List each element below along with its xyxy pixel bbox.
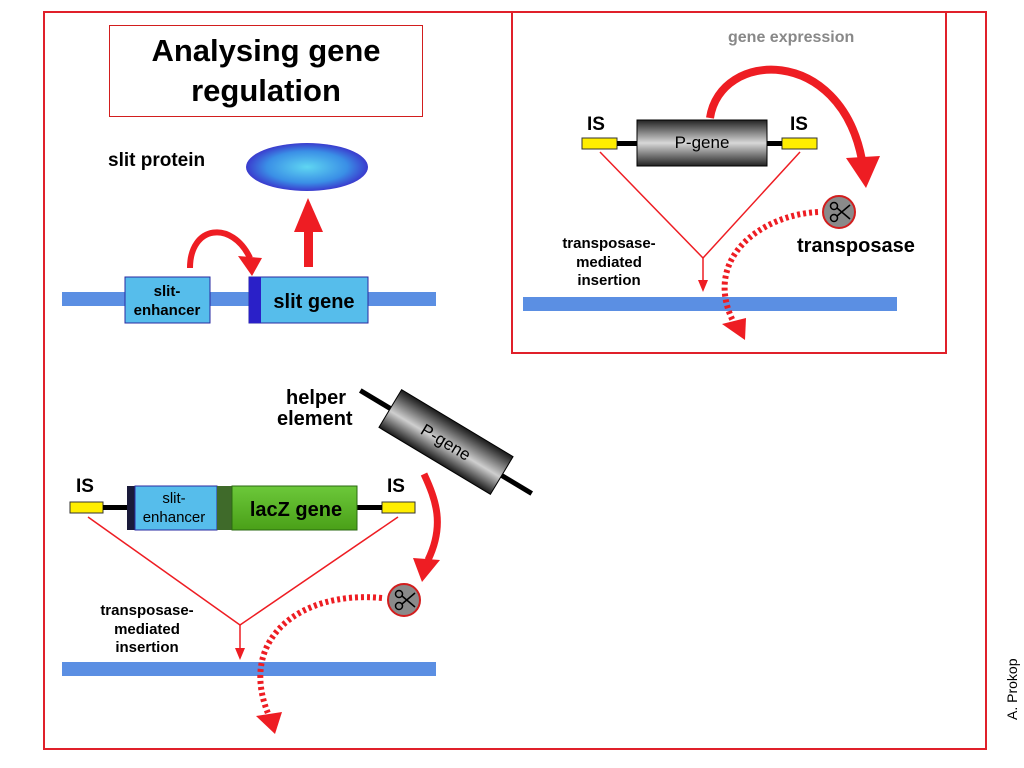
inset-frame [511, 11, 947, 354]
protein-arrow-shaft [304, 225, 313, 267]
bottom-enhancer-label-2: enhancer [143, 509, 206, 526]
helper-expression-arrow [420, 472, 441, 562]
insertion-label-1: transposase- [562, 235, 655, 252]
helper-label-1: helper [286, 387, 346, 409]
slit-gene-module: slit- enhancer slit gene slit protein [62, 143, 436, 324]
bottom-excision-dotted-arrow [257, 594, 383, 720]
gene-expression-arrowhead [846, 156, 880, 188]
transposase-scissors [822, 195, 856, 229]
bottom-insertion-label-2: mediated [114, 621, 180, 638]
lacz-start-mark [217, 486, 232, 530]
bottom-excision-dotted-arrowhead [256, 712, 282, 734]
is-left-label: IS [587, 114, 605, 135]
insertion-line-right [702, 151, 801, 259]
bottom-is-left-label: IS [76, 476, 94, 497]
insertion-label-3: insertion [577, 272, 640, 289]
lacz-gene-box [231, 485, 358, 531]
excision-dotted-arrow [721, 209, 819, 327]
slit-enhancer-box [124, 276, 211, 324]
bottom-is-left-site [69, 501, 104, 514]
pgene-linker-right [767, 141, 782, 146]
insertion-line-left [599, 151, 704, 259]
pgene-linker-left [617, 141, 637, 146]
pgene-label: P-gene [675, 133, 730, 152]
page-title: Analysing gene regulation [109, 25, 423, 117]
helper-element: P-gene [358, 388, 534, 496]
slit-protein-ellipse [246, 143, 368, 191]
insertion-arrowhead [698, 280, 708, 292]
slit-enhancer-label-2: enhancer [134, 302, 201, 319]
bottom-linker-right [357, 505, 382, 510]
bottom-slit-enhancer-box [134, 485, 218, 531]
slit-protein-label: slit protein [108, 150, 205, 171]
bottom-insertion-line-right [239, 516, 399, 626]
excision-dotted-arrowhead [722, 318, 746, 340]
reporter-module: helper element P-gene IS IS slit- enhanc… [62, 387, 534, 734]
slit-gene-start-mark [249, 277, 261, 323]
dna-strand-top-right [523, 297, 897, 311]
bottom-linker-left [103, 505, 127, 510]
transposase-label: transposase [797, 235, 915, 257]
is-left-site [581, 137, 618, 150]
is-right-site [781, 137, 818, 150]
bottom-insertion-label-3: insertion [115, 639, 178, 656]
bottom-insertion-line-left [87, 516, 241, 626]
gene-expression-label: gene expression [728, 29, 854, 46]
lacz-gene-label: lacZ gene [250, 499, 342, 521]
bottom-is-right-label: IS [387, 476, 405, 497]
is-right-label: IS [790, 114, 808, 135]
pgene-box [636, 119, 768, 167]
bottom-insertion-arrowhead [235, 648, 245, 660]
slit-gene-label: slit gene [273, 291, 354, 313]
enhancer-activation-arrowhead [238, 256, 262, 276]
construct-start-mark [127, 486, 135, 530]
bottom-insertion-label-1: transposase- [100, 602, 193, 619]
helper-label-2: element [277, 408, 353, 430]
dna-strand-bottom [62, 662, 436, 676]
helper-expression-arrowhead [413, 558, 440, 582]
page-title-text: Analysing gene regulation [151, 33, 381, 108]
author-credit: A. Prokop [1004, 658, 1020, 720]
bottom-transposase-scissors [387, 583, 421, 617]
bottom-is-right-site [381, 501, 416, 514]
p-element-module: gene expression IS IS P-gene transposase… [523, 29, 915, 340]
slit-enhancer-label-1: slit- [154, 283, 181, 300]
enhancer-activation-arrow [187, 229, 253, 269]
protein-arrow-head [294, 198, 323, 232]
gene-expression-arrow [706, 65, 866, 161]
bottom-enhancer-label-1: slit- [162, 490, 185, 507]
insertion-label-2: mediated [576, 254, 642, 271]
